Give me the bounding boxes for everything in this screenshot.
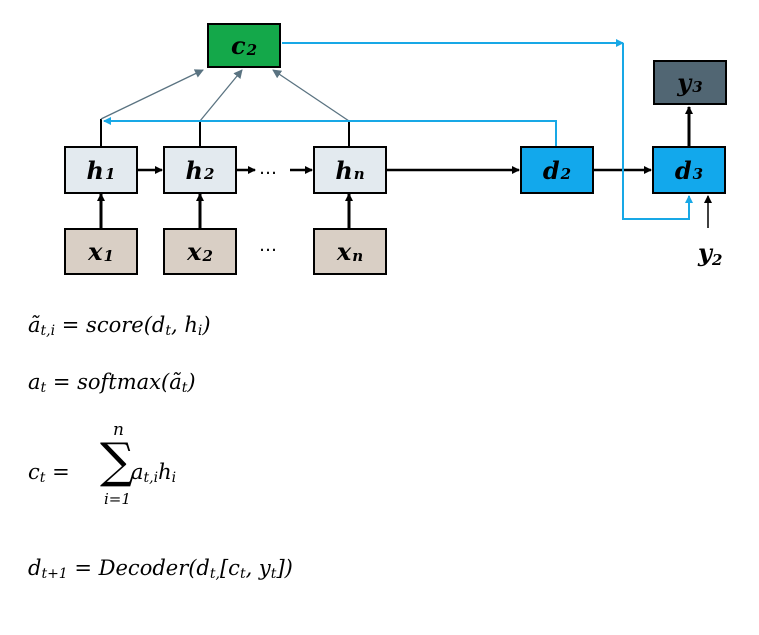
eq3-term2-sub: i	[171, 470, 177, 486]
eq3-lhs-wrap: ct =	[28, 460, 70, 486]
eq3-lhs: c	[28, 460, 40, 484]
hn-base: h	[335, 155, 353, 185]
d2-sub: 2	[560, 165, 572, 183]
eq3-term: a	[131, 460, 144, 484]
attn-h1-c2	[100, 69, 204, 120]
y2-sub: 2	[711, 251, 723, 269]
h2-sub: 2	[204, 165, 215, 183]
eq3-sum-symbol: ∑	[100, 433, 135, 489]
eq1-rhs-sub1: t	[165, 323, 171, 339]
xn-base: x	[336, 237, 352, 266]
d2-base: d	[542, 155, 560, 185]
equation-context-sum: ct = n ∑ i=1 at,ihi	[0, 420, 300, 520]
eq2-lhs-sub: t	[40, 380, 47, 396]
eq3-term2: h	[158, 460, 172, 484]
ellipsis-h: …	[259, 158, 277, 179]
eq2-rhs-sub: t	[181, 380, 188, 396]
y3-sub: 3	[692, 77, 703, 96]
eq4-rhs-sub3: t	[270, 566, 277, 582]
h1-sub: 1	[105, 165, 116, 183]
d3-base: d	[674, 155, 692, 185]
eq2-lhs: a	[28, 370, 41, 394]
eq1-mid: , h	[170, 313, 198, 337]
x1-sub: 1	[103, 246, 114, 265]
eq4-rhs-sub1: t,	[209, 566, 220, 582]
eq3-sum-top: n	[113, 420, 124, 440]
hn-sub: n	[353, 165, 365, 183]
eq3-eq: =	[45, 460, 70, 484]
eq4-lhs: d	[28, 556, 42, 580]
eq1-rhs-sub2: i	[197, 323, 203, 339]
h2-base: h	[185, 155, 203, 185]
x2-base: x	[187, 237, 202, 266]
eq3-sum-bottom: i=1	[104, 490, 131, 508]
eq1-lhs-sub: t,i	[40, 323, 56, 339]
d3-sub: 3	[692, 165, 704, 183]
c2-sub: 2	[246, 40, 258, 59]
eq3-lhs-sub: t	[39, 470, 46, 486]
eq1-end: )	[202, 313, 211, 337]
attn-h2-c2	[199, 69, 243, 122]
x1-base: x	[88, 237, 103, 266]
equation-softmax: at = softmax(ãt)	[28, 370, 196, 396]
eq2-end: )	[187, 370, 196, 394]
eq3-term-sub: t,i	[143, 470, 159, 486]
c2-base: c	[230, 31, 246, 60]
eq3-term-wrap: at,ihi	[131, 460, 177, 486]
y3-base: y	[677, 68, 692, 97]
query-d2-to-h	[103, 117, 557, 146]
eq4-lhs-sub: t+1	[41, 566, 68, 582]
diagram-connections	[97, 39, 712, 228]
eq4-rhs: = Decoder(d	[67, 556, 210, 580]
equation-decoder: dt+1 = Decoder(dt,[ct, yt])	[28, 556, 293, 582]
xn-sub: n	[352, 246, 364, 265]
eq1-lhs: ã	[28, 313, 41, 337]
eq4-mid: [c	[219, 556, 240, 580]
eq4-end: ])	[276, 556, 293, 580]
x2-sub: 2	[202, 246, 213, 265]
eq4-rhs-sub2: t	[239, 566, 246, 582]
input-y2-label: y2	[698, 238, 723, 269]
ellipsis-x: …	[259, 235, 277, 256]
y2-base: y	[698, 238, 712, 267]
h1-base: h	[86, 155, 104, 185]
eq2-rhs: = softmax(ã	[46, 370, 182, 394]
equation-score: ãt,i = score(dt, hi)	[28, 313, 211, 339]
eq4-mid2: , y	[245, 556, 271, 580]
attn-hn-c2	[272, 69, 350, 122]
eq1-rhs: = score(d	[55, 313, 166, 337]
context-down-to-d3	[622, 43, 693, 220]
